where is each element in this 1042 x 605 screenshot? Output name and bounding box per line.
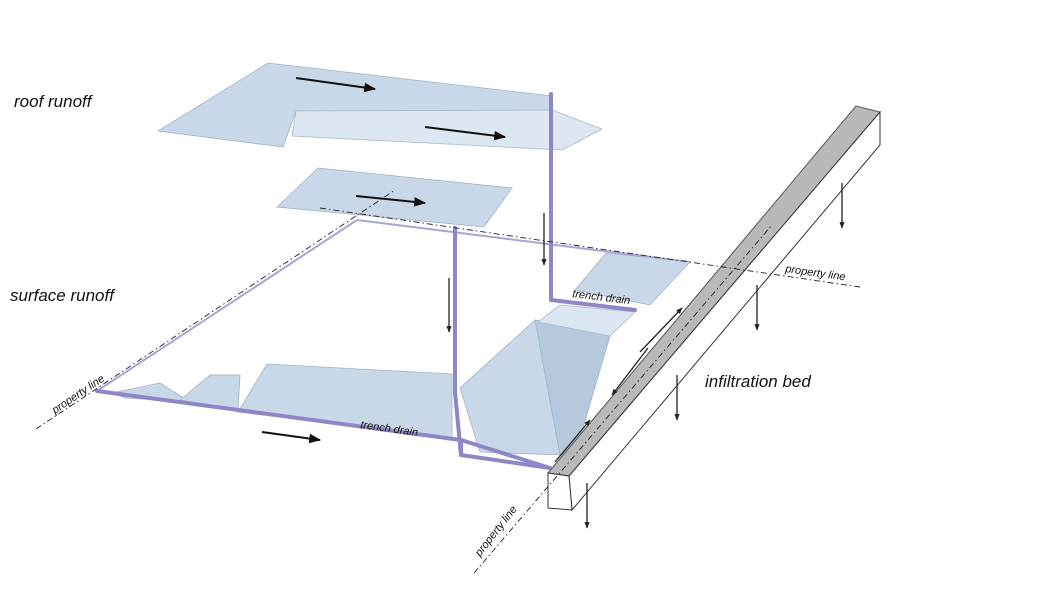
- roof-arrow-3: [355, 195, 427, 207]
- label-property-line-bottom: property line: [472, 504, 519, 560]
- upper-terrace: [537, 304, 636, 337]
- downspout-right: [549, 92, 637, 312]
- label-roof-runoff: roof runoff: [14, 92, 94, 111]
- roof-plane-middle: [276, 167, 513, 228]
- roof-planes: [156, 62, 603, 228]
- lot-edge-top: [356, 219, 691, 263]
- lot-edge-left: [96, 219, 358, 392]
- roof-arrow-2: [424, 126, 507, 141]
- surface-slab-large: [237, 363, 453, 439]
- label-surface-runoff: surface runoff: [10, 286, 116, 305]
- bed-arrow-up-2: [639, 307, 683, 353]
- label-infiltration-bed: infiltration bed: [705, 372, 811, 391]
- downflow-arrows: [261, 213, 547, 444]
- bed-arrow-down: [611, 347, 649, 396]
- property-line-right: [319, 207, 861, 288]
- trench-drains: [95, 92, 637, 470]
- property-line-left: [35, 189, 396, 430]
- infiltration-bed: [547, 105, 881, 529]
- property-lines: [35, 189, 861, 574]
- bed-end: [547, 472, 573, 511]
- trench-drain-diagonal: [453, 390, 552, 470]
- property-line-bottom: [473, 224, 773, 574]
- bed-arrow-up-1: [554, 419, 591, 463]
- surface-flow-arrow: [261, 431, 322, 444]
- label-property-line-left: property line: [49, 373, 107, 417]
- roof-arrow-1: [295, 77, 377, 93]
